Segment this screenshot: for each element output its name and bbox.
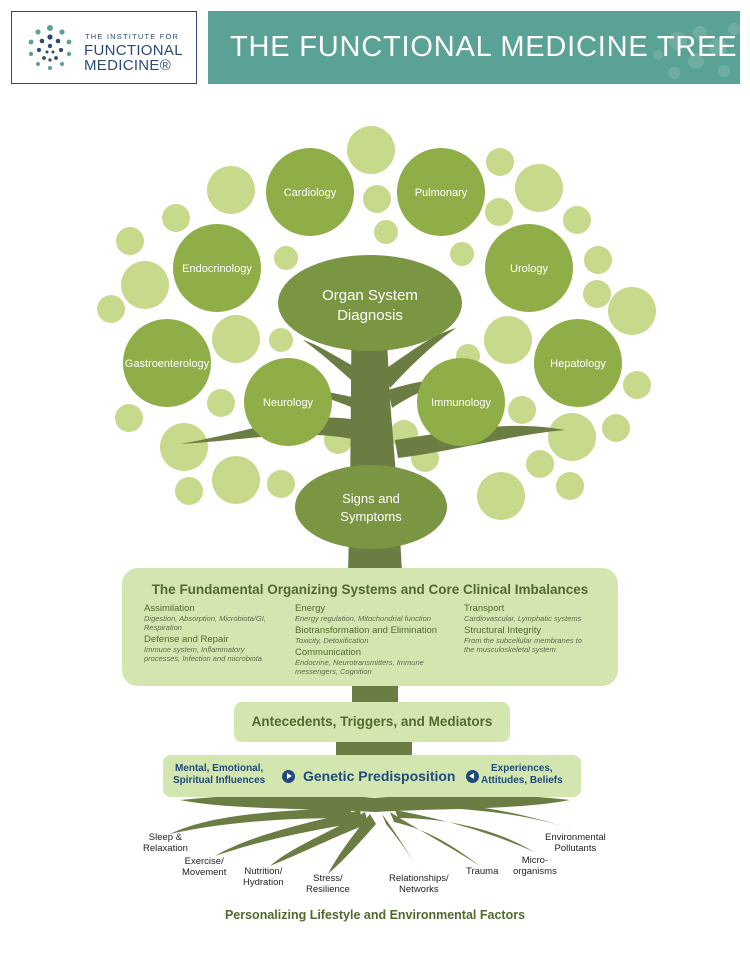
root-nutrition: Nutrition/Hydration (243, 866, 284, 888)
banner-decor (653, 23, 740, 79)
signs-line1: Signs and (342, 491, 400, 506)
systems-col-3: Transport Cardiovascular, Lymphatic syst… (464, 603, 614, 656)
root-stress: Stress/Resilience (306, 873, 350, 895)
node-endocrinology (173, 224, 261, 312)
label-immunology: Immunology (431, 397, 491, 409)
page-title: THE FUNCTIONAL MEDICINE TREE (230, 31, 738, 63)
system-energy: Energy (295, 603, 326, 614)
genetic-box: Mental, Emotional,Spiritual Influences G… (163, 755, 581, 797)
label-cardiology: Cardiology (284, 187, 337, 199)
systems-col-1: Assimilation Digestion, Absorption, Micr… (144, 603, 294, 665)
root-sleep: Sleep &Relaxation (143, 832, 188, 854)
logo-mark-icon (28, 25, 72, 70)
node-neurology (244, 358, 332, 446)
core-systems-panel: The Fundamental Organizing Systems and C… (122, 568, 618, 686)
label-urology: Urology (510, 263, 548, 275)
node-cardiology (266, 148, 354, 236)
footer-caption: Personalizing Lifestyle and Environmenta… (224, 908, 526, 922)
root-microorganisms: Micro-organisms (513, 855, 557, 877)
node-hepatology (534, 319, 622, 407)
organ-system-node (278, 255, 462, 351)
system-communication: Communication (295, 647, 361, 658)
antecedents-label: Antecedents, Triggers, and Mediators (251, 714, 493, 729)
system-biotransformation: Biotransformation and Elimination (295, 625, 438, 636)
root-relationships: Relationships/Networks (389, 873, 449, 895)
system-assimilation: Assimilation (144, 603, 195, 614)
system-defense-repair: Defense and Repair (144, 634, 229, 645)
label-hepatology: Hepatology (550, 358, 606, 370)
organ-system-line2: Diagnosis (337, 307, 403, 324)
experiences-label: Experiences,Attitudes, Beliefs (481, 763, 563, 786)
root-exercise: Exercise/Movement (182, 856, 227, 878)
institute-logo: THE INSTITUTE FOR FUNCTIONAL MEDICINE® (11, 11, 197, 84)
logo-medicine-text: MEDICINE® (84, 57, 172, 74)
genetic-predisposition-label: Genetic Predisposition (303, 768, 456, 784)
label-gastroenterology: Gastroenterology (125, 358, 210, 370)
systems-col-2: Energy Energy regulation, Mitochondrial … (295, 603, 465, 678)
logo-functional-text: FUNCTIONAL (84, 42, 183, 59)
panel-title: The Fundamental Organizing Systems and C… (151, 582, 589, 597)
title-banner: THE FUNCTIONAL MEDICINE TREE (208, 11, 740, 84)
node-pulmonary (397, 148, 485, 236)
node-urology (485, 224, 573, 312)
label-neurology: Neurology (263, 397, 314, 409)
logo-institute-text: THE INSTITUTE FOR (85, 32, 180, 41)
arrow-right-icon (282, 770, 295, 783)
signs-line2: Symptoms (340, 509, 402, 524)
root-trauma: Trauma (466, 866, 499, 877)
arrow-left-icon (466, 770, 479, 783)
antecedents-box: Antecedents, Triggers, and Mediators (234, 702, 510, 742)
label-pulmonary: Pulmonary (415, 187, 468, 199)
signs-symptoms-node (295, 465, 447, 549)
system-structural-integrity: Structural Integrity (464, 625, 542, 636)
organ-system-line1: Organ System (322, 287, 418, 304)
node-immunology (417, 358, 505, 446)
system-transport: Transport (464, 603, 505, 614)
label-endocrinology: Endocrinology (182, 263, 252, 275)
mental-emotional-label: Mental, Emotional,Spiritual Influences (173, 763, 266, 786)
node-gastroenterology (123, 319, 211, 407)
